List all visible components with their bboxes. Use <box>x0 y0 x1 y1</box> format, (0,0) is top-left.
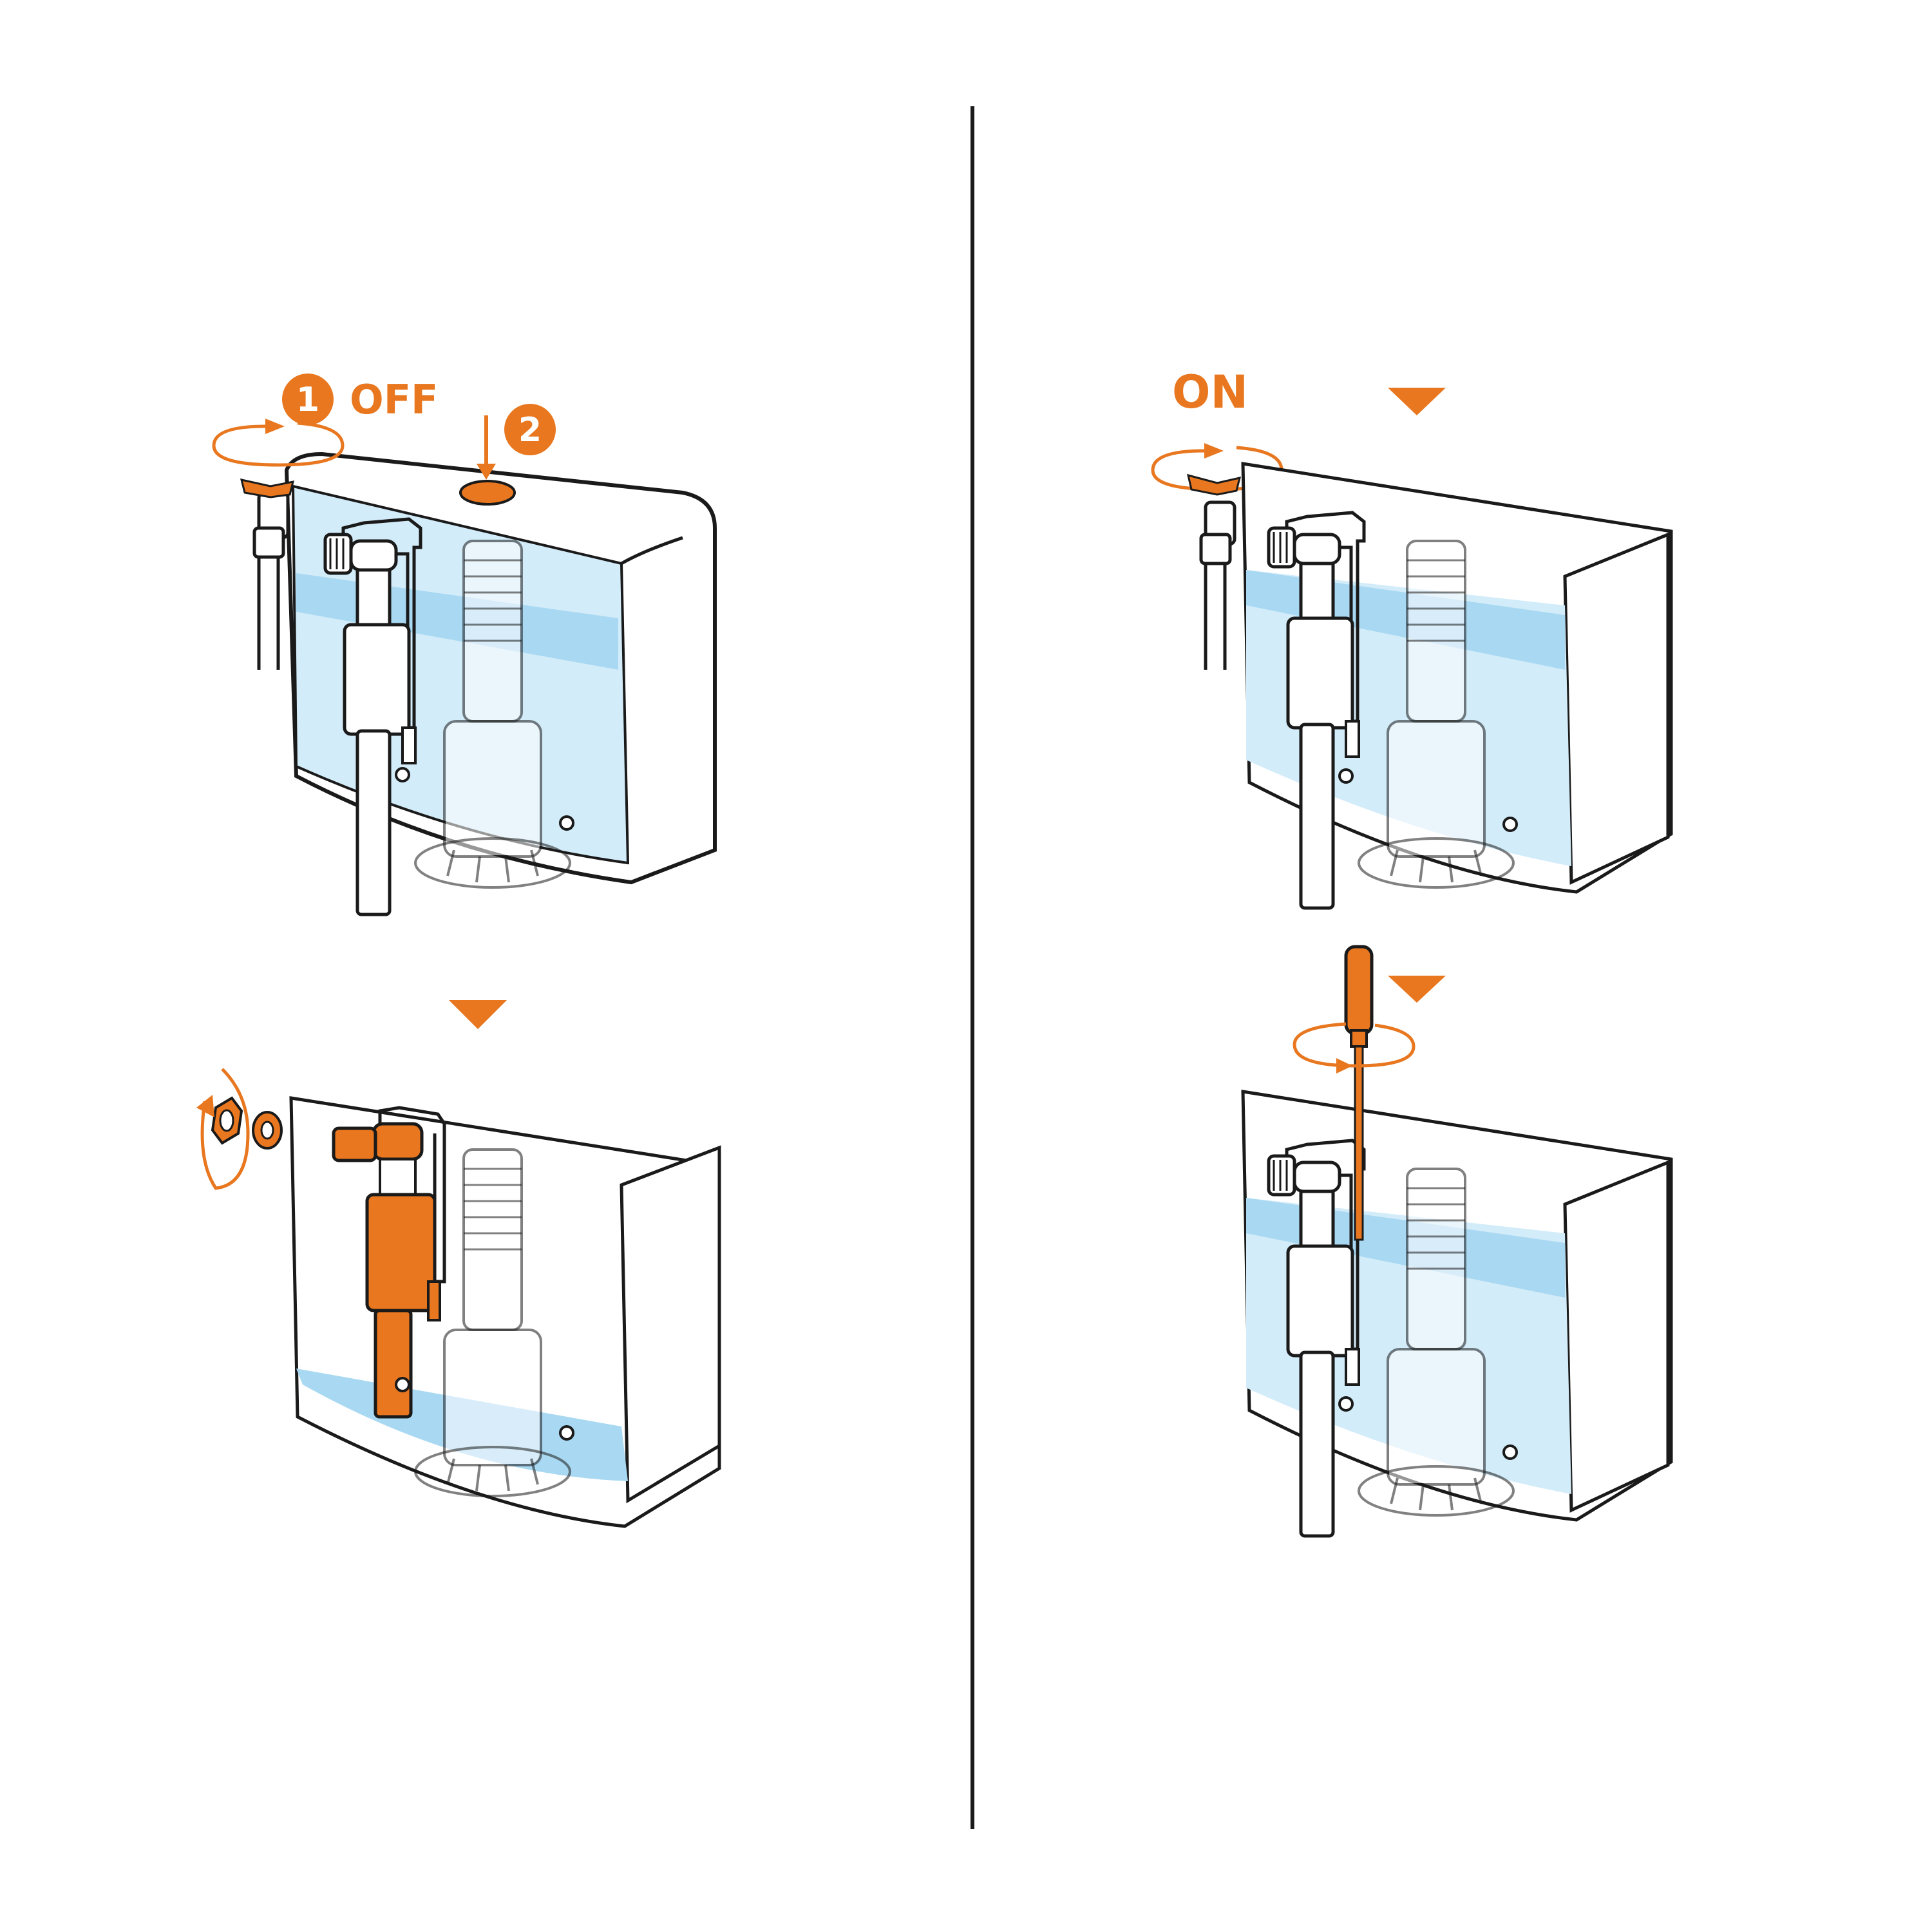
valve-handle-icon <box>1186 473 1242 496</box>
step1-badge <box>282 374 334 425</box>
rotation-arrow-icon <box>200 1068 250 1190</box>
panel-bottom-right <box>1243 945 1671 1536</box>
panel-top-left: 1 OFF 2 <box>214 374 717 914</box>
tank-side-wall <box>1563 1160 1670 1513</box>
step-arrow-down-icon <box>449 1000 507 1029</box>
rotation-arrow-icon <box>1293 1022 1416 1068</box>
angle-stop-valve <box>1186 473 1242 670</box>
nut-icon <box>211 1096 243 1145</box>
panel-top-right: ON <box>1153 366 1671 908</box>
step-arrow-down-icon <box>1388 388 1446 415</box>
tank-side-wall <box>620 1145 721 1504</box>
tank-side-wall <box>1563 532 1670 885</box>
off-label: OFF <box>350 376 438 423</box>
push-button-icon <box>459 480 516 506</box>
step1-number: 1 <box>296 381 319 419</box>
screwdriver-icon <box>1344 945 1374 1241</box>
washer-icon <box>252 1111 283 1150</box>
new-fill-valve <box>332 1106 446 1419</box>
step-arrow-down-icon <box>1388 976 1446 1003</box>
valve-handle-icon <box>240 478 295 498</box>
angle-stop-valve <box>240 478 295 670</box>
panel-bottom-left <box>196 1000 721 1526</box>
step2-number: 2 <box>518 411 542 450</box>
step2-badge <box>504 404 556 455</box>
on-label: ON <box>1172 366 1248 419</box>
